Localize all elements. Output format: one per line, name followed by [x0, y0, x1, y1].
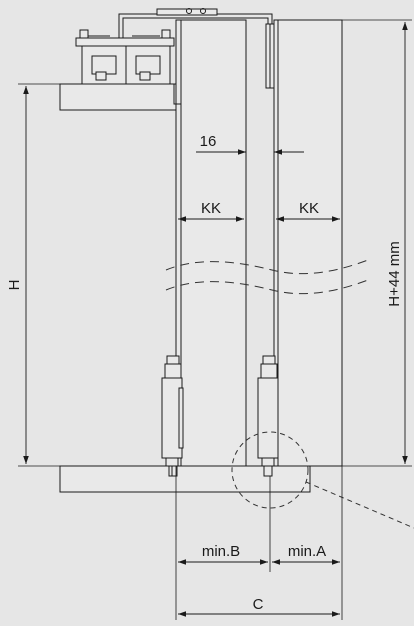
door-panels: [175, 19, 343, 467]
break-lines: [165, 259, 369, 295]
label-kk-right: KK: [299, 200, 319, 217]
bottom-guide-left: [161, 355, 184, 477]
door-panel-left-back: [180, 19, 247, 467]
bottom-floor-plate: [59, 465, 311, 493]
door-panel-left-front: [175, 19, 247, 467]
label-kk-left: KK: [201, 200, 221, 217]
detail-circle: [231, 431, 414, 529]
label-c: C: [253, 596, 264, 613]
label-h: H: [6, 280, 23, 291]
label-h-plus-44: H+44 mm: [386, 241, 403, 306]
extension-lines: [18, 19, 412, 620]
bottom-guide-right: [257, 355, 279, 477]
top-trolley-blocks: [75, 29, 175, 85]
label-16: 16: [200, 133, 217, 150]
label-min-a: min.A: [288, 543, 326, 560]
label-min-b: min.B: [202, 543, 240, 560]
door-panel-right: [273, 19, 343, 467]
dimension-lines: [23, 22, 408, 617]
top-rail-hardware: [118, 8, 275, 105]
top-mounting-plate: [59, 83, 178, 111]
